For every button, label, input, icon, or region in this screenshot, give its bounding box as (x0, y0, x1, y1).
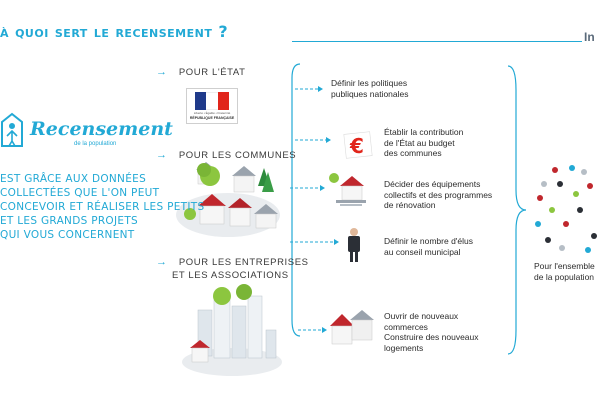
intro-line: QUI VOUS CONCERNENT (0, 229, 135, 241)
section-entreprises: → POUR LES ENTREPRISES ET LES ASSOCIATIO… (156, 256, 309, 281)
page-title: à quoi sert le recensement ? (0, 22, 229, 41)
communes-village-illustration (176, 162, 280, 237)
flag-label: RÉPUBLIQUE FRANÇAISE (189, 116, 235, 120)
euro-icon: € (343, 131, 373, 159)
item-equipements: Décider des équipements collectifs et de… (384, 179, 493, 210)
equipements-icon (329, 173, 366, 206)
arrow-right-icon: → (156, 256, 168, 268)
insee-logo: In (584, 30, 595, 44)
euro-symbol: € (349, 134, 364, 158)
brand-name: Recensement (30, 118, 173, 140)
intro-line: COLLECTÉES QUE L'ON PEUT (0, 187, 160, 199)
item-politiques: Définir les politiques publiques nationa… (331, 78, 409, 99)
brand-subtitle: de la population (74, 141, 117, 147)
flag-motto: Liberté • Égalité • Fraternité (193, 111, 231, 115)
items-bracket (291, 63, 301, 337)
intro-line: ET LES GRANDS PROJETS (0, 215, 139, 227)
section-communes: → POUR LES COMMUNES (156, 149, 297, 161)
republique-francaise-logo: Liberté • Égalité • Fraternité RÉPUBLIQU… (186, 88, 238, 124)
population-label: Pour l'ensemble de la population (534, 261, 595, 282)
item-elus: Définir le nombre d'élus au conseil muni… (384, 236, 474, 257)
arrow-right-icon: → (156, 149, 168, 161)
section-etat: → POUR L'ÉTAT (156, 66, 246, 78)
item-commerces: Ouvrir de nouveaux commerces Construire … (384, 311, 479, 353)
connector-arrowheads (318, 86, 339, 333)
intro-line: EST GRÂCE AUX DONNÉES (0, 173, 147, 185)
connector-lines (290, 88, 334, 331)
brand-person-icon (1, 112, 23, 147)
item-contribution: Établir la contribution de l'État au bud… (384, 127, 464, 158)
commerces-icon (330, 310, 374, 345)
title-rule (292, 41, 582, 42)
tricolor-flag-icon (195, 92, 229, 110)
elu-person-icon (348, 228, 360, 262)
population-crowd-illustration (535, 165, 597, 253)
intro-text: EST GRÂCE AUX DONNÉES COLLECTÉES QUE L'O… (0, 172, 205, 242)
arrow-right-icon: → (156, 66, 168, 78)
entreprises-buildings-illustration (182, 284, 282, 376)
intro-line: CONCEVOIR ET RÉALISER LES PETITS (0, 201, 205, 213)
population-brace (507, 65, 527, 355)
